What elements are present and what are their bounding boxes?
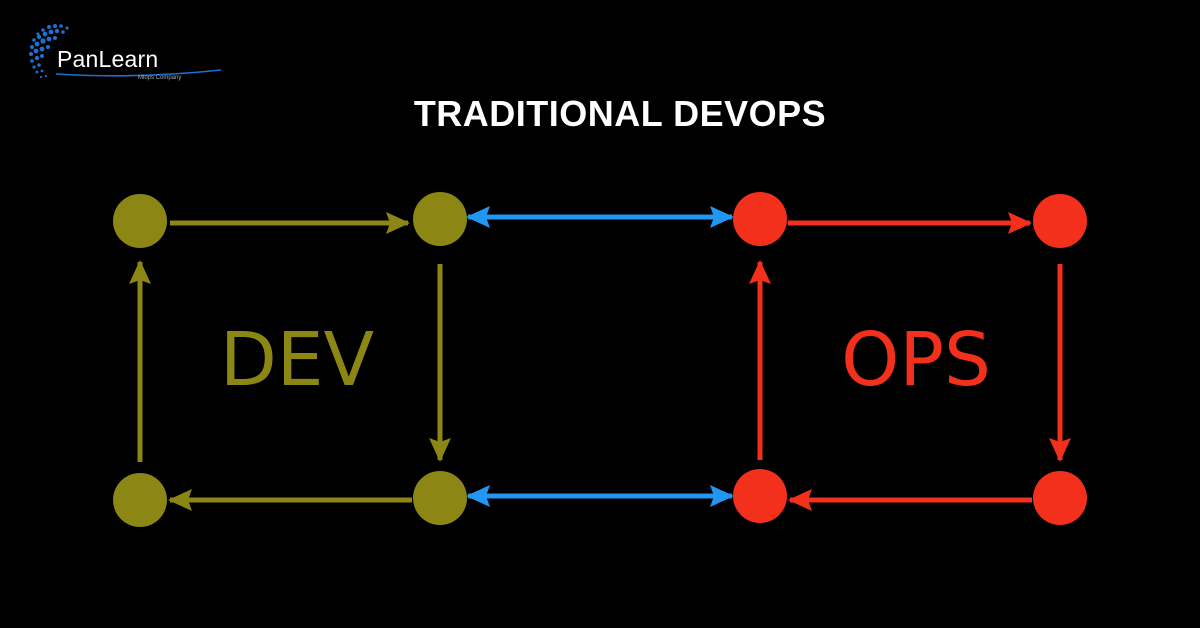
ops-node-top-left bbox=[733, 192, 787, 246]
dev-node-bottom-right bbox=[413, 471, 467, 525]
globe-icon bbox=[29, 24, 69, 79]
logo-tagline: Mlops Company bbox=[138, 75, 182, 81]
ops-label: OPS bbox=[841, 317, 991, 403]
page-title: TRADITIONAL DEVOPS bbox=[413, 93, 827, 134]
logo-swoosh bbox=[56, 69, 221, 77]
ops-node-top-right bbox=[1033, 194, 1087, 248]
dev-node-top-left bbox=[113, 194, 167, 248]
dev-node-top-right bbox=[413, 192, 467, 246]
logo-name: PanLearn bbox=[57, 46, 159, 72]
dev-node-bottom-left bbox=[113, 473, 167, 527]
ops-node-bottom-left bbox=[733, 469, 787, 523]
ops-node-bottom-right bbox=[1033, 471, 1087, 525]
dev-label: DEV bbox=[220, 317, 375, 403]
panlearn-logo: PanLearn Mlops Company bbox=[26, 20, 221, 90]
